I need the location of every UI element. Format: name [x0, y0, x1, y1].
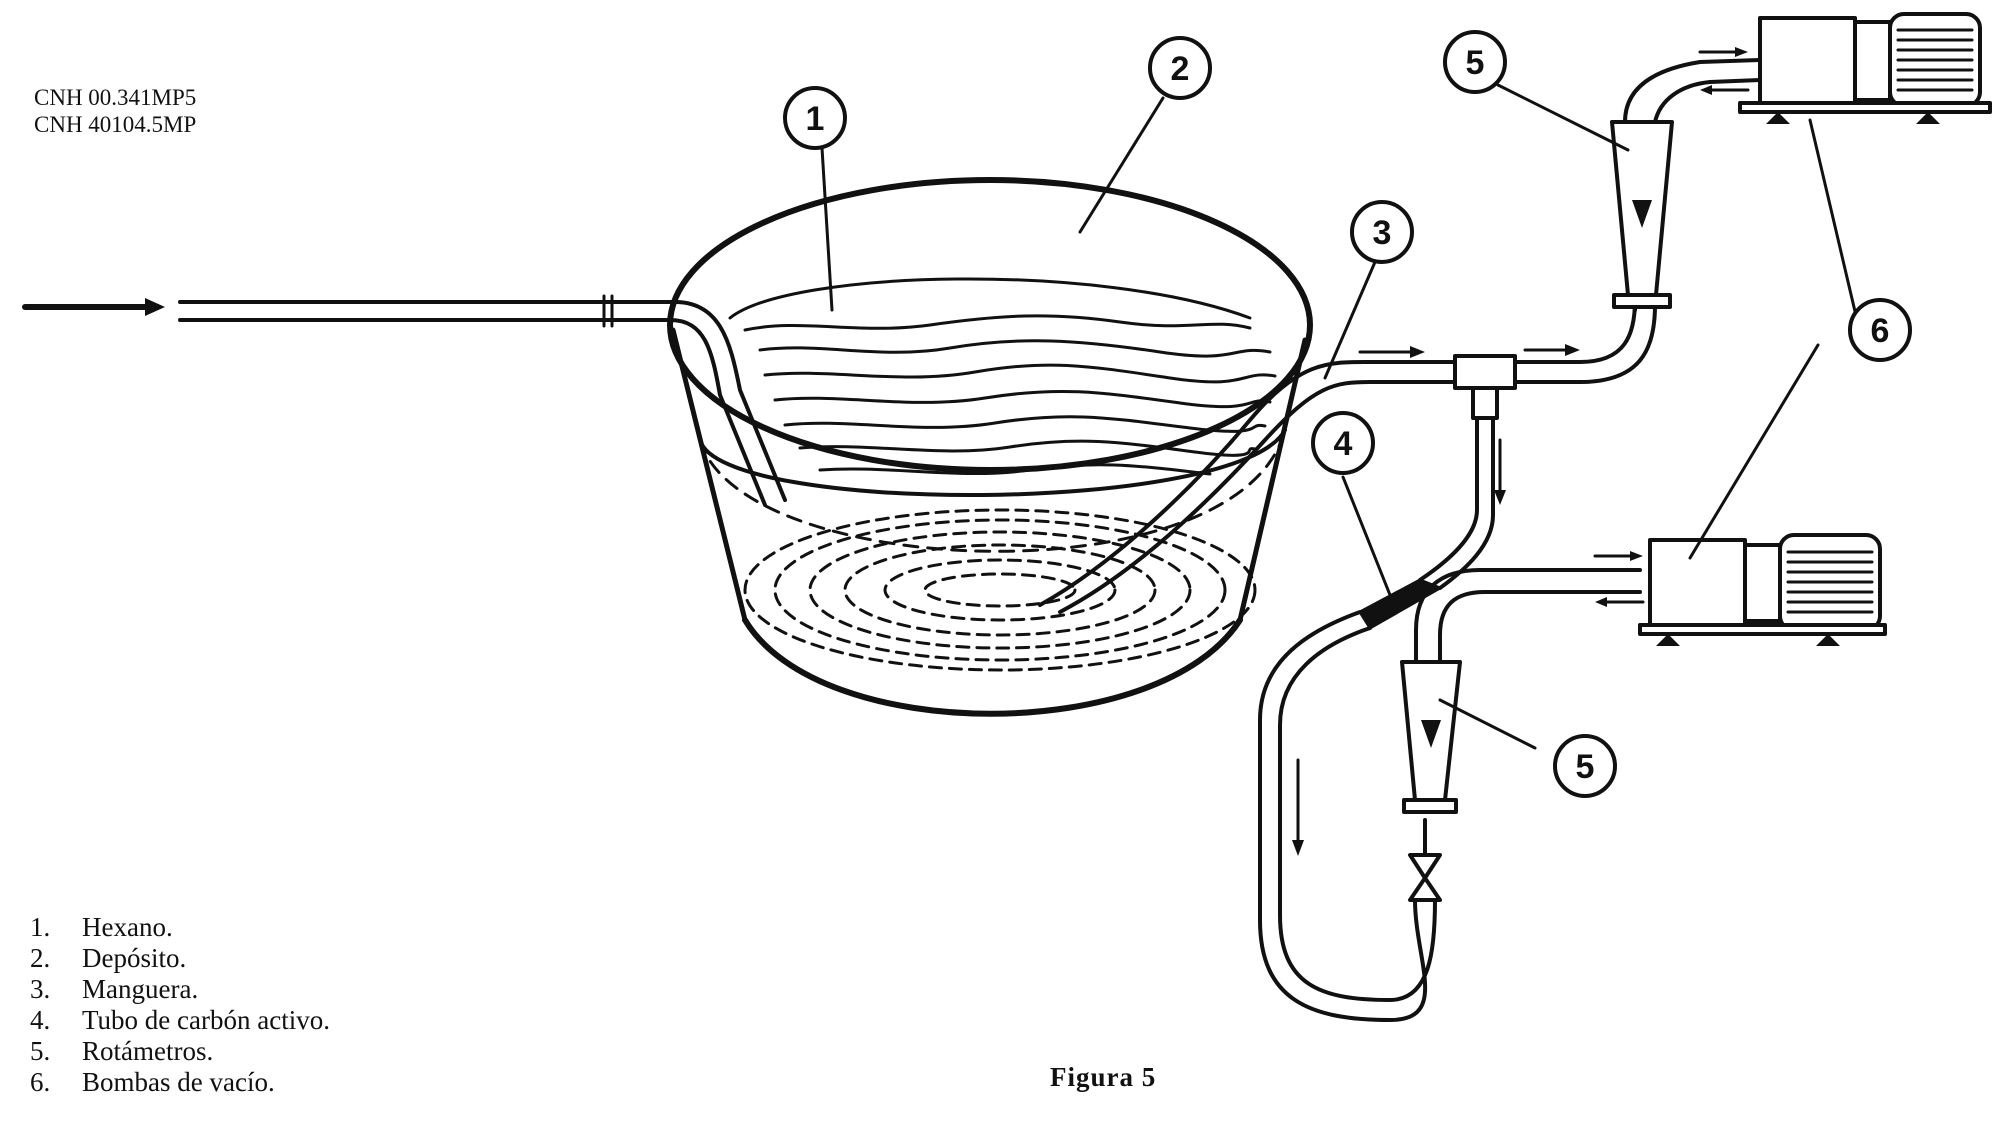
activated-carbon-tube [1358, 578, 1442, 630]
flow-arrows-lower [1292, 438, 1506, 856]
legend-label: Manguera. [82, 974, 199, 1004]
reference-codes: CNH 00.341MP5 CNH 40104.5MP [34, 84, 196, 138]
vacuum-pump-upper [1738, 12, 1992, 124]
legend-number: 6. [30, 1067, 51, 1097]
lower-branch-tube [1418, 416, 1495, 590]
tank [667, 177, 1313, 717]
t-connector [1453, 354, 1517, 420]
callout-label: 6 [1871, 312, 1890, 350]
inlet-tube [178, 294, 787, 507]
reference-code: CNH 00.341MP5 [34, 85, 197, 110]
legend-item: 5. Rotámetros. [30, 1036, 330, 1067]
hexane-liquid [728, 277, 1277, 476]
hose [1038, 359, 1457, 614]
callout-label: 5 [1466, 44, 1485, 82]
submerged-hose-coils [743, 508, 1257, 672]
callout-label: 2 [1171, 50, 1190, 88]
pump-arrows-lower [1593, 551, 1645, 607]
legend-number: 5. [30, 1036, 51, 1066]
callout-5-lower: 5 [1553, 734, 1617, 798]
valve [1408, 818, 1442, 902]
legend-number: 3. [30, 974, 51, 1004]
flow-arrows [1358, 344, 1580, 358]
upper-branch-tube [1513, 298, 1657, 384]
callout-label: 1 [806, 100, 825, 138]
legend-item: 3. Manguera. [30, 974, 330, 1005]
callout-label: 5 [1576, 748, 1595, 786]
callout-3: 3 [1350, 200, 1414, 264]
callout-6-upper: 6 [1848, 298, 1912, 362]
rotameter-upper [1610, 58, 1762, 309]
inlet-arrow [22, 298, 165, 316]
legend-item: 1. Hexano. [30, 912, 330, 943]
figure-caption: Figura 5 [1050, 1062, 1157, 1092]
legend-label: Depósito. [82, 943, 187, 973]
callout-2: 2 [1148, 36, 1212, 100]
pump-arrows-upper [1698, 47, 1750, 95]
legend: 1. Hexano. 2. Depósito. 3. Manguera. 4. Tubo… [30, 912, 330, 1098]
callout-label: 3 [1373, 214, 1392, 252]
u-loop-tube [1258, 610, 1437, 1022]
callout-1: 1 [783, 86, 847, 150]
callout-4: 4 [1311, 411, 1375, 475]
legend-label: Tubo de carbón activo. [82, 1005, 330, 1035]
legend-number: 4. [30, 1005, 51, 1035]
callout-5-upper: 5 [1443, 30, 1507, 94]
legend-label: Bombas de vacío. [82, 1067, 275, 1097]
legend-label: Rotámetros. [82, 1036, 214, 1066]
vacuum-pump-lower [1638, 533, 1887, 646]
reference-code: CNH 40104.5MP [34, 112, 197, 137]
rotameter-lower [1400, 568, 1642, 814]
legend-item: 4. Tubo de carbón activo. [30, 1005, 330, 1036]
legend-item: 6. Bombas de vacío. [30, 1067, 330, 1098]
legend-number: 2. [30, 943, 51, 973]
legend-label: Hexano. [82, 912, 173, 942]
callout-label: 4 [1334, 425, 1353, 463]
legend-number: 1. [30, 912, 51, 942]
legend-item: 2. Depósito. [30, 943, 330, 974]
